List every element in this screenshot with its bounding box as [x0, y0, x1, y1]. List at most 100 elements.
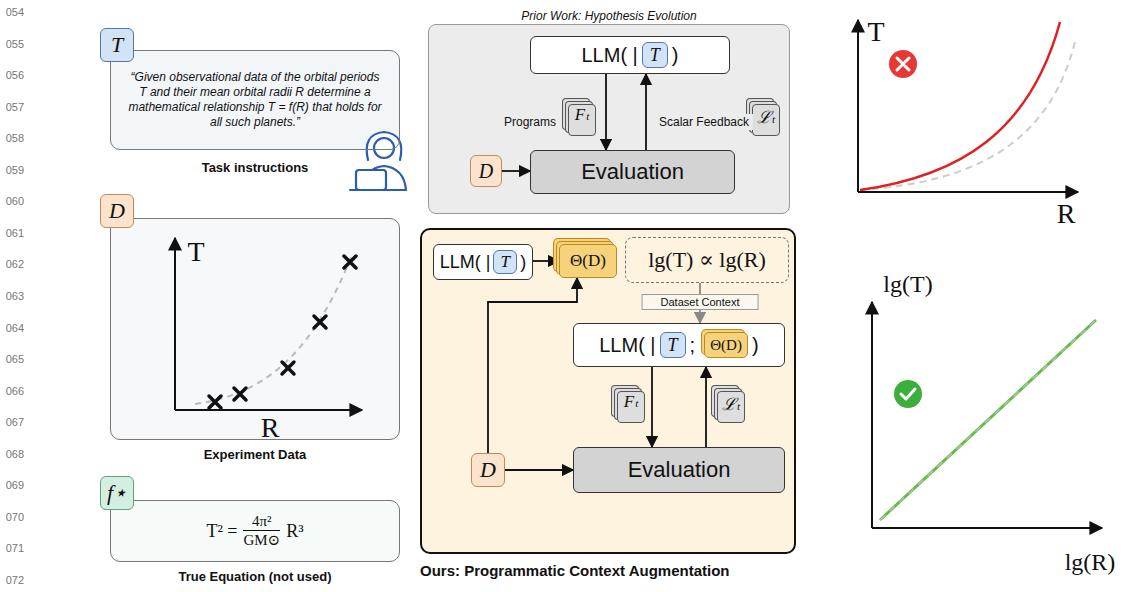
program-stack: Ft [568, 104, 596, 136]
hypothesis-plot-wrong [858, 20, 1078, 192]
task-badge: T [660, 332, 686, 358]
data-badge: D [471, 453, 505, 487]
flow-arrow [651, 367, 653, 447]
node-text: D [479, 160, 493, 183]
line-number: 068 [6, 448, 24, 460]
equation-box: T² =4π²GM⊙R³True Equation (not used)f⋆ [110, 500, 400, 562]
program-stack: Ft [617, 391, 645, 423]
flow-arrow [605, 74, 607, 150]
node-text: T [650, 45, 660, 66]
panel-fill [110, 218, 400, 440]
panel-fill [420, 228, 796, 554]
node-text: T [501, 252, 510, 272]
edge-label: Programs [500, 114, 560, 130]
llm-box: LLM( |) T [530, 36, 730, 74]
panel-fill [110, 50, 400, 150]
line-number: 067 [6, 416, 24, 428]
node-text: t [586, 110, 589, 122]
node-text: ) [752, 334, 759, 357]
feedback-stack: ℒt [717, 391, 745, 423]
line-number: 059 [6, 164, 24, 176]
person-icon [350, 132, 406, 190]
line-number: 066 [6, 385, 24, 397]
node-text: Evaluation [581, 159, 684, 185]
task-box: “Given observational data of the orbital… [110, 50, 400, 150]
line-number: 057 [6, 101, 24, 113]
node-text: F [624, 392, 634, 412]
task-badge: T [493, 250, 517, 274]
node-text: Θ(D) [710, 337, 742, 354]
data-badge: D [100, 194, 134, 228]
node-text: Task instructions [111, 160, 399, 175]
line-number: 058 [6, 132, 24, 144]
line-number: 061 [6, 227, 24, 239]
axis-label: T [187, 236, 204, 268]
line-number: 055 [6, 38, 24, 50]
llm-box: LLM( |;) T Θ(D) [573, 323, 785, 367]
line-number: 065 [6, 353, 24, 365]
line-number: 072 [6, 574, 24, 586]
node-text: LLM( | [582, 44, 638, 67]
line-number: 060 [6, 195, 24, 207]
ours-panel: Ours: Programmatic Context AugmentationL… [420, 228, 796, 554]
node-text: ℒ [722, 392, 736, 415]
node-text: F [575, 105, 585, 125]
node-text: D [480, 457, 496, 483]
node-text: ℒ [757, 105, 771, 128]
evaluation-box: Evaluation [573, 447, 785, 493]
node-text: “Given observational data of the orbital… [127, 70, 383, 130]
panel-fill [428, 24, 790, 214]
line-number: 054 [6, 6, 24, 18]
axis-label: T [867, 16, 884, 48]
line-number: 063 [6, 290, 24, 302]
axis-label: R [261, 412, 280, 444]
hypothesis-plot-right [872, 302, 1102, 528]
node-text: Θ(D) [570, 251, 606, 271]
data-badge: D [470, 155, 502, 187]
insight-box: lg(T) ∝ lg(R) [625, 237, 789, 283]
node-text: f⋆ [107, 480, 127, 506]
flow-arrow [533, 260, 559, 262]
axis-label: lg(R) [1065, 549, 1116, 576]
flow-arrow [488, 278, 577, 453]
line-number: 071 [6, 542, 24, 554]
node-text: T² = [206, 521, 237, 542]
node-text: GM⊙ [243, 531, 280, 549]
llm-box: LLM( |) T [433, 244, 533, 280]
axis-label: R [1057, 198, 1076, 230]
line-number: 064 [6, 322, 24, 334]
flow-arrow [705, 367, 707, 447]
edge-label: Scalar Feedback [655, 114, 753, 130]
line-number: 070 [6, 511, 24, 523]
context-badge: Θ(D) [704, 332, 748, 358]
node-text: Prior Work: Hypothesis Evolution [429, 9, 789, 23]
node-text: R³ [286, 521, 303, 542]
feedback-stack: ℒt [752, 104, 780, 136]
node-text: D [109, 198, 125, 224]
axis-label: lg(T) [883, 271, 932, 298]
node-text: t [772, 113, 775, 125]
task-badge: T [100, 28, 134, 62]
node-text: Evaluation [628, 457, 731, 483]
node-text: T [668, 335, 678, 356]
node-text: T [111, 32, 123, 58]
task-badge: T [642, 42, 668, 68]
node-text: ) [672, 44, 679, 67]
node-text: LLM( | [599, 334, 655, 357]
node-text: Experiment Data [111, 447, 399, 462]
flow-arrow [645, 74, 647, 150]
line-number: 056 [6, 69, 24, 81]
node-text: 4π² [243, 513, 280, 531]
node-text: Ours: Programmatic Context Augmentation [420, 562, 729, 579]
node-text: ; [690, 334, 696, 357]
context-program-stack: Θ(D) [559, 244, 617, 278]
line-number: 062 [6, 258, 24, 270]
evaluation-box: Evaluation [530, 150, 735, 194]
node-text: LLM( | [440, 252, 491, 273]
flow-arrow [505, 469, 573, 471]
node-text: lg(T) ∝ lg(R) [648, 247, 766, 273]
equation-badge: f⋆ [100, 476, 134, 510]
node-text: t [635, 397, 638, 409]
line-number: 069 [6, 479, 24, 491]
node-text: ) [520, 252, 526, 273]
